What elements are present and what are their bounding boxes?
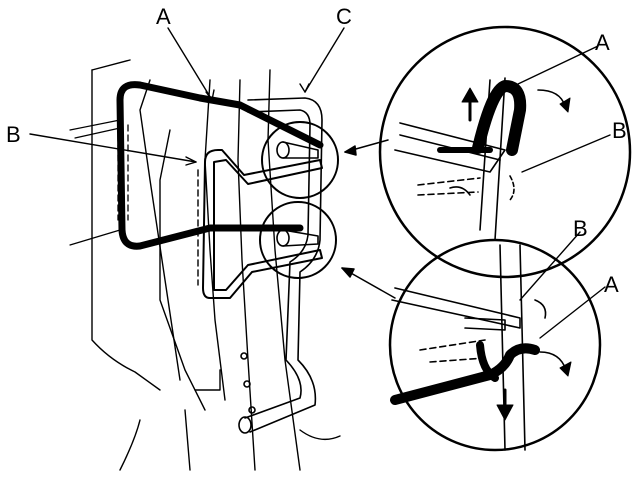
callout-a-lower-detail: A <box>604 272 619 297</box>
detail-circle-upper <box>378 25 632 279</box>
callout-c-main: C <box>336 4 352 29</box>
detail-circle-lower <box>388 238 602 452</box>
zoom-circle-upper <box>261 121 339 199</box>
zoom-arrows <box>341 139 396 299</box>
bracket-c <box>238 97 323 434</box>
hanger-b <box>197 149 323 299</box>
strap-a <box>69 81 324 250</box>
callout-b-upper-detail: B <box>612 118 627 143</box>
callout-b-main: B <box>6 122 21 147</box>
callout-a-main: A <box>156 4 171 29</box>
zoom-circle-lower <box>259 201 337 279</box>
clip-pins <box>276 141 319 247</box>
leader-lines <box>29 27 611 339</box>
callout-a-upper-detail: A <box>595 30 610 55</box>
body-panel <box>91 59 341 471</box>
callout-b-lower-detail: B <box>573 216 588 241</box>
